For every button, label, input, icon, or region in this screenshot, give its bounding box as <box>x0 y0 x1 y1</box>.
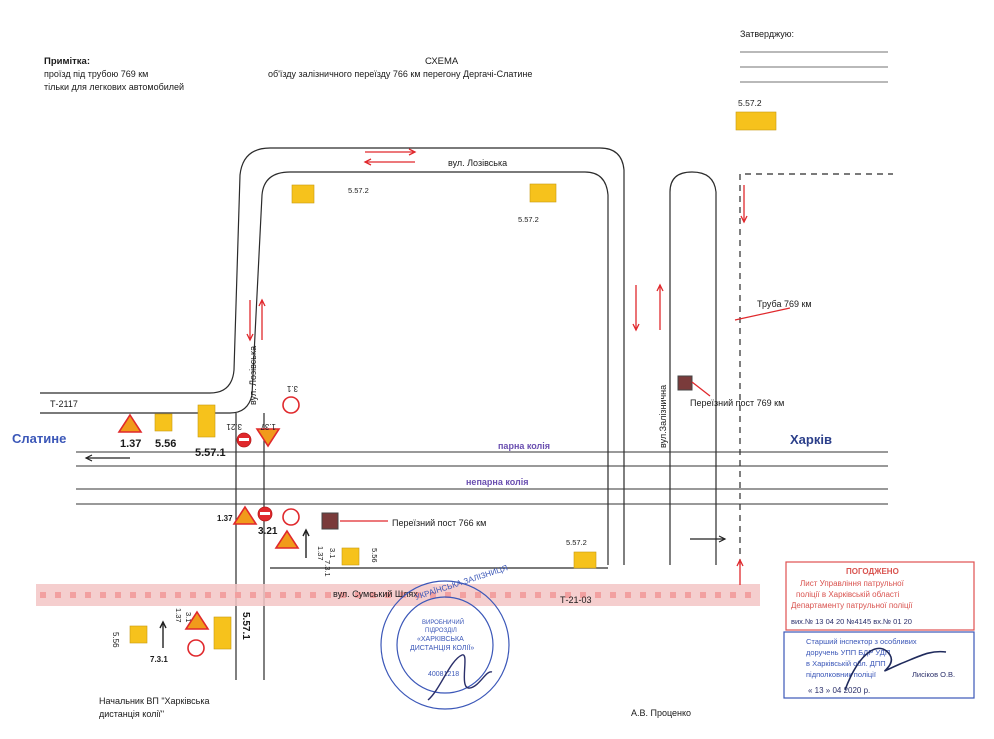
label-street-zaliznychna: вул.Залізнична <box>658 385 668 448</box>
svg-text:3.21: 3.21 <box>226 422 242 431</box>
no-entry-sign-south <box>282 508 300 526</box>
svg-text:« 13 » 04 2020 р.: « 13 » 04 2020 р. <box>808 686 870 695</box>
railway <box>76 451 888 505</box>
svg-text:Старший інспектор з особливих: Старший інспектор з особливих <box>806 637 917 646</box>
svg-text:3.1: 3.1 <box>286 384 298 393</box>
svg-text:7.3.1: 7.3.1 <box>150 655 168 664</box>
svg-text:в Харківській обл. ДПП: в Харківській обл. ДПП <box>806 659 886 668</box>
note-line-2: тільки для легкових автомобилей <box>44 82 184 92</box>
stop-sign-north: 3.21 <box>226 422 252 448</box>
svg-text:Лисіков О.В.: Лисіков О.В. <box>912 670 955 679</box>
approval-label: Затверджую: <box>740 29 794 39</box>
label-street-lozivska-top: вул. Лозівська <box>448 158 507 168</box>
svg-text:Лист Управління патрульної: Лист Управління патрульної <box>800 579 905 588</box>
info-sign-5-56-bottom: 5.56 <box>111 625 148 648</box>
svg-text:1.37: 1.37 <box>174 608 183 623</box>
svg-text:3.1: 3.1 <box>184 612 193 622</box>
handwritten-signature-right <box>844 647 947 691</box>
label-road-t2117: Т-2117 <box>50 399 78 409</box>
svg-text:ВИРОБНИЧИЙ: ВИРОБНИЧИЙ <box>422 618 464 626</box>
svg-text:доручень УПП БДР УДП: доручень УПП БДР УДП <box>806 648 890 657</box>
label-post-766: Переїзний пост 766 км <box>392 518 486 528</box>
svg-text:3.21: 3.21 <box>258 526 278 537</box>
svg-text:Департаменту патрульної поліці: Департаменту патрульної поліції <box>791 601 913 610</box>
agreed-stamp: ПОГОДЖЕНО Лист Управління патрульної пол… <box>785 561 975 631</box>
warning-sign-south-right <box>274 529 300 549</box>
direction-sign-7-3-1-south: 1.37 3.1 7.3.1 <box>302 528 337 577</box>
svg-text:5.56: 5.56 <box>370 548 379 563</box>
warning-sign-1-37-west: 1.37 <box>117 413 143 450</box>
direction-arrows <box>246 148 748 585</box>
svg-text:1.37: 1.37 <box>316 546 325 561</box>
label-road-t2103: Т-21-03 <box>560 595 592 605</box>
label-kharkiv: Харків <box>790 432 832 447</box>
detour-sign-5-57-1-west: 5.57.1 <box>195 404 226 459</box>
note-title: Примітка: <box>44 56 90 67</box>
svg-text:підполковник поліції: підполковник поліції <box>806 670 877 679</box>
detour-sign-5-57-1-bottom: 5.57.1 <box>213 612 251 650</box>
direction-sign-7-3-1-bottom: 7.3.1 1.37 3.1 <box>150 608 193 664</box>
detour-sign-top: 5.57.2 <box>735 98 777 131</box>
label-truba: Труба 769 км <box>757 299 812 309</box>
sumskyi-road-strip <box>36 584 760 606</box>
label-track-2: непарна колія <box>466 477 528 487</box>
svg-text:3.1: 3.1 <box>328 548 337 558</box>
svg-text:1.37: 1.37 <box>260 422 276 431</box>
svg-text:вих.№ 13 04 20 №4145 вх.№ 0: вих.№ 13 04 20 №4145 вх.№ 01 20 <box>791 617 912 626</box>
black-arrows <box>84 454 727 543</box>
note-line-1: проїзд під трубою 769 км <box>44 69 148 79</box>
svg-text:5.57.2: 5.57.2 <box>738 98 762 108</box>
detour-sign-sumskyi: 5.57.2 <box>566 538 597 569</box>
label-post-769: Переїзний пост 769 км <box>690 398 784 408</box>
handwritten-signature-left <box>427 654 493 701</box>
signer-name: А.В. Проценко <box>631 708 691 718</box>
svg-text:«ХАРКІВСЬКА: «ХАРКІВСЬКА <box>417 636 464 643</box>
scheme-subtitle: об'їзду залізничного переїзду 766 км пер… <box>268 69 532 79</box>
svg-text:5.57.1: 5.57.1 <box>240 612 251 640</box>
svg-text:5.57.2: 5.57.2 <box>566 538 587 547</box>
svg-text:поліції в Харківській області: поліції в Харківській області <box>796 590 900 599</box>
post-769-pointer <box>691 381 711 397</box>
svg-text:ПІДРОЗДІЛ: ПІДРОЗДІЛ <box>425 628 457 634</box>
svg-text:7.3.1: 7.3.1 <box>323 560 332 577</box>
svg-text:5.56: 5.56 <box>111 632 120 648</box>
warning-sign-north: 1.37 <box>255 422 281 448</box>
approval-lines <box>740 51 888 83</box>
no-entry-sign-bottom <box>187 639 205 657</box>
stop-sign-south: 3.21 <box>257 506 278 537</box>
crossing-post-769 <box>677 375 693 391</box>
crossing-post-766 <box>321 512 339 530</box>
scheme-title: СХЕМА <box>425 56 459 67</box>
warning-sign-bottom <box>184 610 210 630</box>
svg-text:5.57.1: 5.57.1 <box>195 447 226 459</box>
info-sign-5-56-west: 5.56 <box>154 413 176 450</box>
inspector-stamp: Старший інспектор з особливих доручень У… <box>783 631 975 699</box>
detour-sign-lozivska-right: 5.57.2 <box>518 183 557 224</box>
chief-line-1: Начальник ВП "Харківська <box>99 696 210 706</box>
svg-text:ДИСТАНЦІЯ КОЛІЇ»: ДИСТАНЦІЯ КОЛІЇ» <box>410 644 474 652</box>
warning-sign-south-left: 1.37 <box>217 505 258 525</box>
svg-text:5.57.2: 5.57.2 <box>518 215 539 224</box>
svg-text:1.37: 1.37 <box>217 514 233 523</box>
label-street-sumskyi: вул. Сумський Шлях <box>333 589 418 599</box>
truba-pointer <box>734 307 791 321</box>
svg-text:40081218: 40081218 <box>428 671 459 678</box>
chief-line-2: дистанція колії" <box>99 709 164 719</box>
label-slatyne: Слатине <box>12 431 66 446</box>
svg-text:5.56: 5.56 <box>155 438 176 450</box>
label-street-lozivska-vert: вул. Лозівська <box>248 346 258 405</box>
svg-text:1.37: 1.37 <box>120 438 141 450</box>
svg-text:ПОГОДЖЕНО: ПОГОДЖЕНО <box>846 567 899 576</box>
road-network <box>40 147 893 680</box>
label-track-1: парна колія <box>498 441 550 451</box>
detour-sign-lozivska-left: 5.57.2 <box>291 184 369 204</box>
no-entry-sign-north: 3.1 <box>282 384 300 414</box>
svg-text:5.57.2: 5.57.2 <box>348 186 369 195</box>
info-sign-5-56-south: 5.56 <box>341 547 379 566</box>
